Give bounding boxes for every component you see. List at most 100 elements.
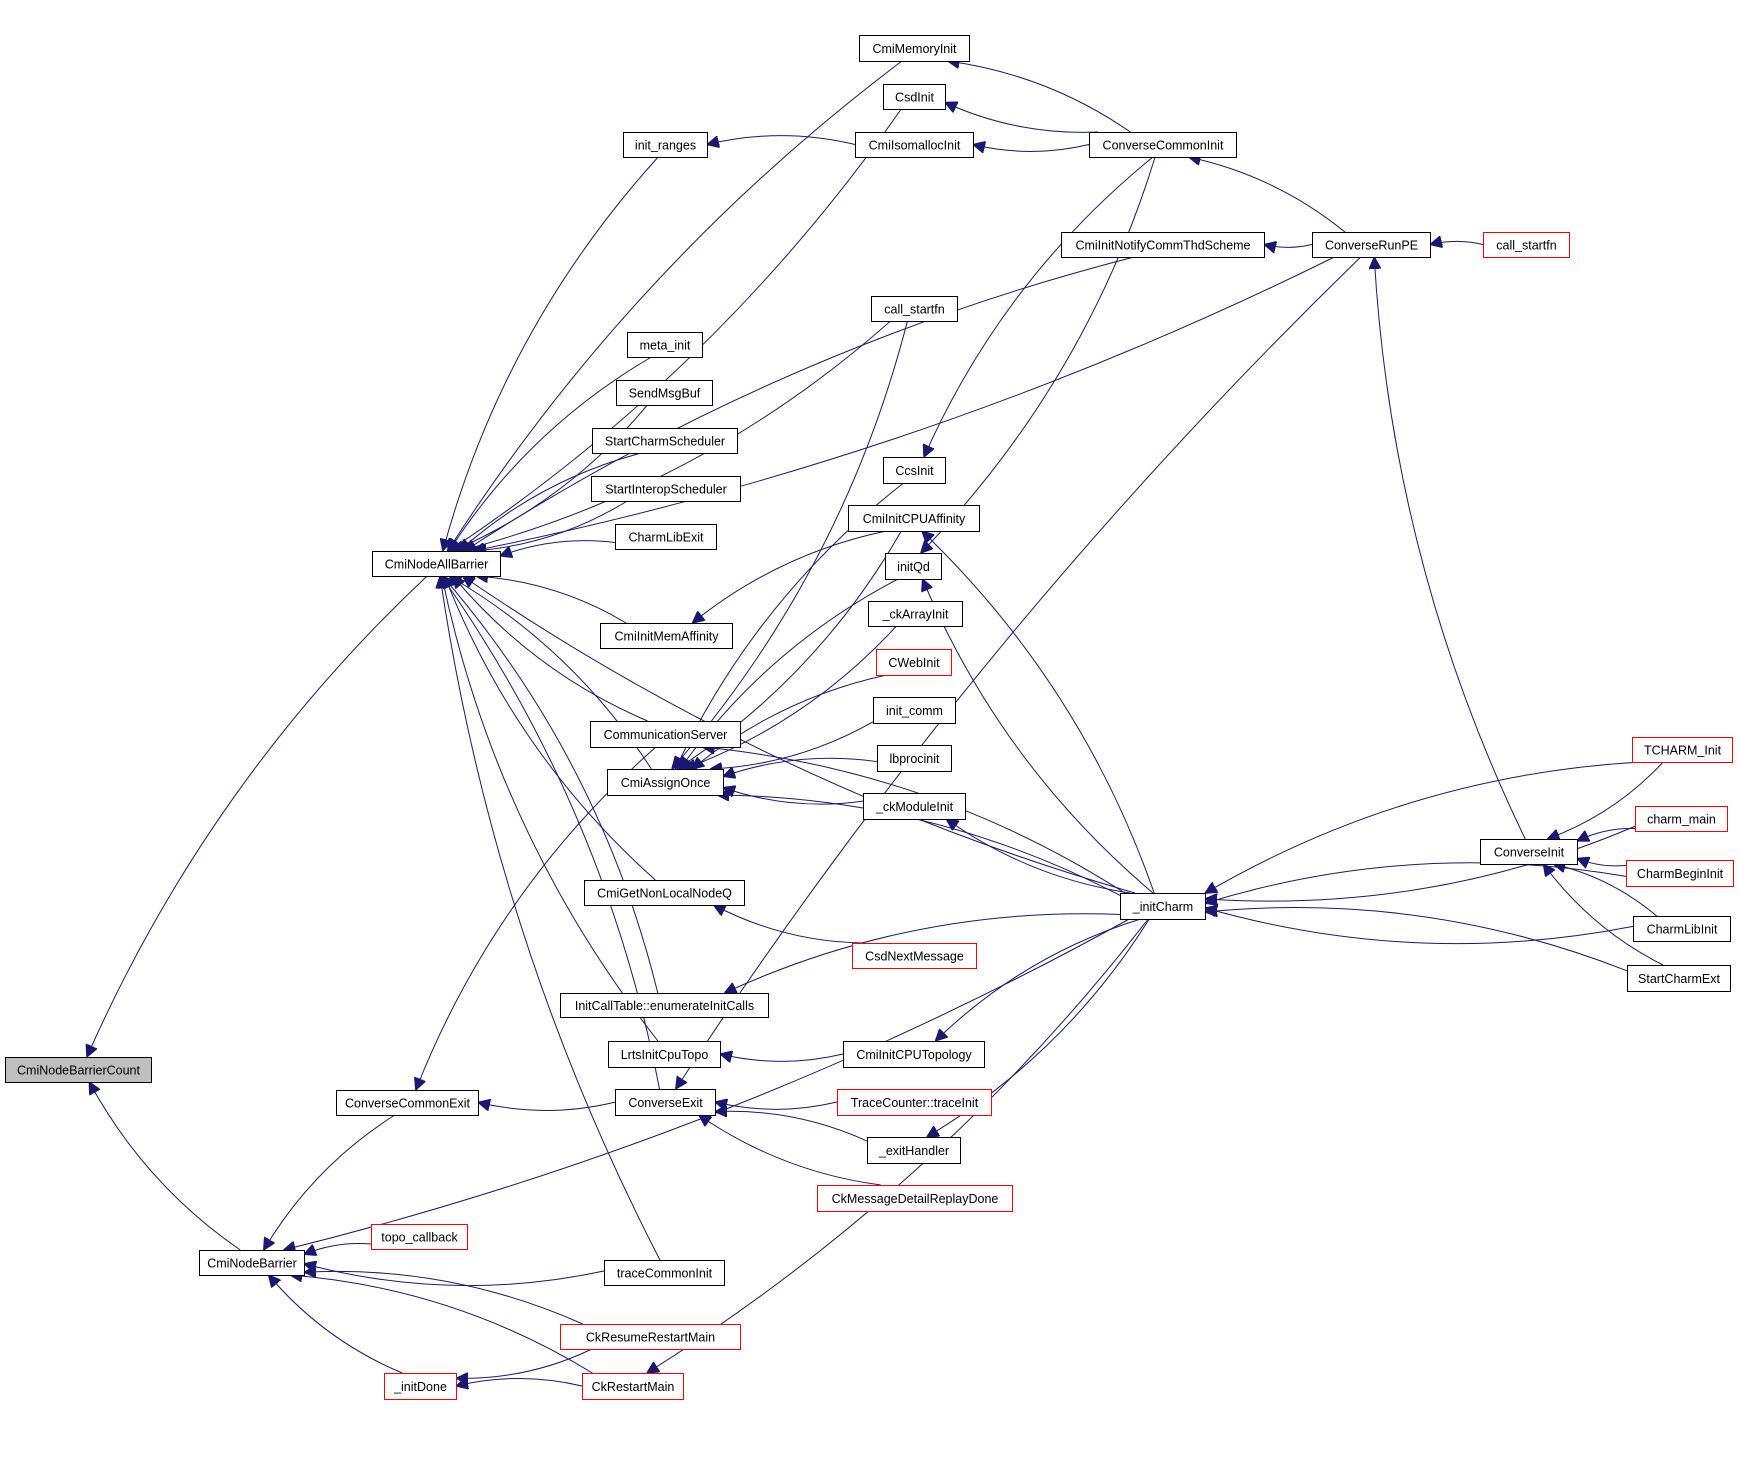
node-converse-run-pe[interactable]: ConverseRunPE [1312,232,1431,258]
call-edge [464,256,1135,551]
node-cmi-init-cputopology[interactable]: CmiInitCPUTopology [843,1041,985,1068]
node-exit-handler[interactable]: _exitHandler [867,1137,961,1164]
edge-ck-restart-main-to-init-done [456,1378,583,1386]
node-csd-next-message[interactable]: CsdNextMessage [852,943,977,969]
node-communication-server[interactable]: CommunicationServer [590,721,741,748]
edge-charm-lib-init-to-init-charm [1205,908,1634,945]
node-init-ranges[interactable]: init_ranges [623,132,708,158]
node-cmi-assign-once[interactable]: CmiAssignOnce [607,769,724,796]
edge-start-charm-scheduler-to-cmi-node-all-barrier [459,452,642,551]
node-box [615,1089,716,1116]
call-edge [945,102,1098,133]
node-charm-begin-init[interactable]: CharmBeginInit [1626,860,1734,887]
edge-charm-lib-init-to-converse-init [1553,864,1657,917]
edge-enumerate-init-calls-to-cmi-node-all-barrier [442,576,659,994]
node-tcharm-init[interactable]: TCHARM_Init [1632,737,1733,763]
node-label: CkRestartMain [592,1380,675,1394]
node-init-qd[interactable]: initQd [885,553,942,580]
node-converse-init[interactable]: ConverseInit [1480,839,1578,865]
call-edge [1553,864,1657,917]
call-edge [1577,827,1636,841]
node-ck-module-init[interactable]: _ckModuleInit [863,793,966,820]
node-charm-lib-exit[interactable]: CharmLibExit [615,524,717,550]
node-trace-common-init[interactable]: traceCommonInit [604,1260,725,1286]
node-box [590,721,741,748]
node-label: CmiInitCPUTopology [856,1048,972,1062]
node-charm-lib-init[interactable]: CharmLibInit [1633,916,1731,942]
node-label: ConverseInit [1494,846,1565,860]
edge-init-charm-to-cmi-node-barrier [283,918,1130,1250]
node-send-msg-buf[interactable]: SendMsgBuf [616,380,713,406]
node-cmi-get-non-local-node-q[interactable]: CmiGetNonLocalNodeQ [584,880,745,906]
node-box [560,993,769,1018]
node-cmi-node-all-barrier[interactable]: CmiNodeAllBarrier [372,551,501,577]
node-init-done[interactable]: _initDone [384,1373,457,1400]
node-ck-restart-main[interactable]: CkRestartMain [582,1373,684,1400]
edge-init-charm-to-cmi-init-cputopology [935,918,1141,1041]
node-ck-array-init[interactable]: _ckArrayInit [868,601,963,627]
edge-tcharm-init-to-converse-init [1547,761,1664,839]
node-cmi-isomalloc-init[interactable]: CmiIsomallocInit [855,132,974,158]
node-converse-common-exit[interactable]: ConverseCommonExit [336,1090,479,1116]
node-start-interop-scheduler[interactable]: StartInteropScheduler [591,476,741,502]
node-trace-init[interactable]: TraceCounter::traceInit [837,1089,992,1116]
node-label: CommunicationServer [604,728,728,742]
node-cmi-node-barrier-count: CmiNodeBarrierCount [5,1057,152,1083]
edge-charm-main-to-init-charm [1205,825,1636,901]
node-init-charm[interactable]: _initCharm [1120,893,1206,920]
call-edge [442,576,659,1042]
node-start-charm-scheduler[interactable]: StartCharmScheduler [592,428,738,454]
node-label: meta_init [640,339,691,353]
node-lrts-init-cpu-topo[interactable]: LrtsInitCpuTopo [608,1041,721,1068]
call-edge [923,579,1154,894]
node-call-startfn-r[interactable]: call_startfn [1483,232,1570,258]
node-cmi-node-barrier[interactable]: CmiNodeBarrier [199,1250,305,1276]
edge-start-charm-ext-to-init-charm [1205,907,1628,972]
node-ck-message-detail-replay-done[interactable]: CkMessageDetailReplayDone [817,1185,1013,1212]
edge-charm-lib-exit-to-cmi-node-all-barrier [500,540,616,556]
node-box [1120,893,1206,920]
node-converse-exit[interactable]: ConverseExit [615,1089,716,1116]
node-init-comm[interactable]: init_comm [873,697,956,724]
call-edge [440,576,661,1261]
call-edge [921,156,1156,553]
node-start-charm-ext[interactable]: StartCharmExt [1627,965,1731,992]
node-cmi-memory-init[interactable]: CmiMemoryInit [859,35,970,62]
edge-cmi-init-notify-comm-thd-scheme-to-cmi-node-all-barrier [464,256,1135,551]
node-box [843,1041,985,1068]
node-charm-main[interactable]: charm_main [1635,806,1728,832]
call-edge [946,819,1131,894]
node-csd-init[interactable]: CsdInit [883,84,946,110]
edge-cmi-node-all-barrier-to-cmi-node-barrier-count [87,575,428,1057]
call-edge [707,135,856,145]
node-box [384,1373,457,1400]
node-meta-init[interactable]: meta_init [627,332,703,358]
call-edge [924,156,1154,457]
node-lbprocinit[interactable]: lbprocinit [877,745,952,772]
node-box [372,551,501,577]
call-edge [445,576,656,881]
call-edge [1205,825,1636,901]
node-cmi-init-mem-affinity[interactable]: CmiInitMemAffinity [600,623,733,649]
edge-init-charm-to-ck-restart-main [647,918,1149,1373]
node-label: charm_main [1647,813,1716,827]
node-cmi-init-notify-comm-thd-scheme[interactable]: CmiInitNotifyCommThdScheme [1061,232,1265,258]
edge-exit-handler-to-converse-exit [715,1111,868,1142]
node-cweb-init[interactable]: CWebInit [876,649,952,676]
node-ck-resume-restart-main[interactable]: CkResumeRestartMain [560,1324,741,1350]
edge-lrts-init-cpu-topo-to-cmi-node-all-barrier [442,576,659,1042]
edge-cmi-isomalloc-init-to-init-ranges [707,135,856,145]
call-edge [1264,245,1313,248]
node-box [1312,232,1431,258]
node-call-startfn[interactable]: call_startfn [871,296,958,322]
node-cmi-init-cpuaffinity[interactable]: CmiInitCPUAffinity [848,505,980,532]
node-box [867,1137,961,1164]
edge-communication-server-to-cmi-node-all-barrier [453,576,648,722]
node-ccs-init[interactable]: CcsInit [883,457,946,484]
node-label: _initDone [393,1380,447,1394]
node-topo-callback[interactable]: topo_callback [371,1224,468,1250]
node-converse-common-init[interactable]: ConverseCommonInit [1089,132,1237,158]
node-label: CsdInit [895,91,934,105]
node-label: traceCommonInit [617,1267,713,1281]
node-enumerate-init-calls[interactable]: InitCallTable::enumerateInitCalls [560,993,769,1018]
